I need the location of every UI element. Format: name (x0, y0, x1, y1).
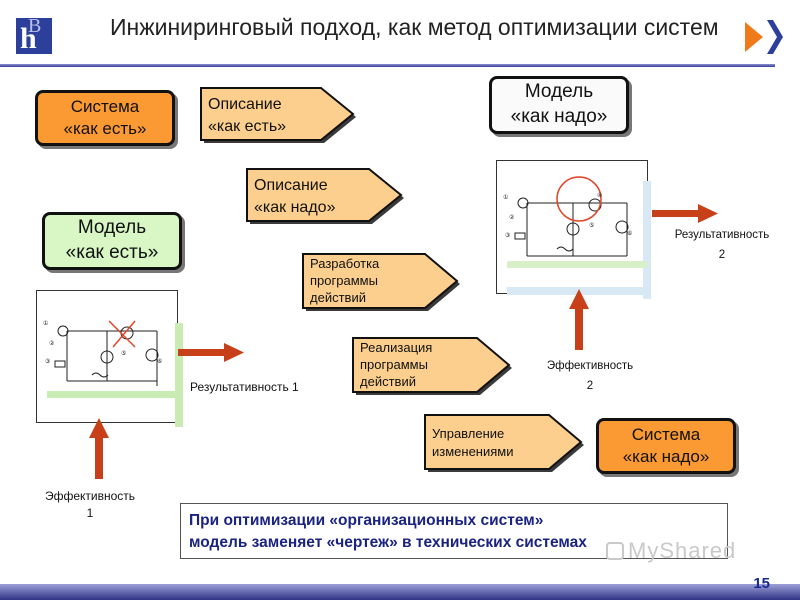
efficiency-2-arrow-head (569, 289, 589, 309)
model-to-be-box: Модель «как надо» (489, 76, 629, 134)
watermark-text: MyShared (628, 538, 737, 563)
step-describe-as-is: Описание «как есть» (200, 87, 360, 145)
circuit-schematic-to-be: ① ② ③ ④ ⑤ ⑥ (496, 160, 651, 299)
efficiency-2-text: Эффективность (546, 360, 634, 372)
box-line: Модель (524, 81, 594, 103)
box-line: «как есть» (65, 242, 159, 263)
header-divider (0, 64, 775, 67)
system-to-be-box: Система «как надо» (596, 418, 736, 474)
circuit-schematic-as-is: ① ② ③ ⑤ ⑥ (36, 290, 183, 427)
footer-bar (0, 584, 800, 600)
efficiency-2-arrow-shaft (575, 306, 583, 350)
step-line: Описание (254, 177, 328, 194)
box-line: Модель (77, 217, 147, 239)
svg-text:⑥: ⑥ (157, 358, 162, 365)
step-line: «как надо» (254, 199, 336, 217)
box-line: Система (631, 424, 701, 444)
result-2-label: Результативность 2 (660, 229, 784, 261)
efficiency-2-label: Эффективность 2 (530, 360, 650, 392)
slide-title: Инжиниринговый подход, как метод оптимиз… (110, 14, 719, 40)
svg-text:⑤: ⑤ (121, 350, 126, 357)
model-as-is-box: Модель «как есть» (42, 212, 182, 270)
result-2-text: Результативность (674, 229, 770, 241)
pentagon-arrow-shape (200, 87, 356, 143)
conclusion-note: При оптимизации «организационных систем»… (180, 503, 728, 559)
svg-text:①: ① (43, 320, 48, 327)
efficiency-1-text: Эффективность (44, 489, 136, 503)
next-slide-icon[interactable] (743, 18, 787, 56)
institution-logo: h B (14, 10, 58, 58)
step-line: Реализация (360, 340, 433, 355)
svg-text:④: ④ (597, 192, 602, 199)
result-1-arrow-shaft (178, 349, 226, 356)
step-line: программы (310, 272, 378, 288)
step-line: изменениями (432, 443, 514, 459)
step-line: Управление (432, 426, 505, 441)
box-line: Система (70, 96, 140, 116)
pentagon-arrow-shape (424, 414, 584, 472)
box-line: «как надо» (622, 447, 710, 466)
step-line: действий (310, 289, 366, 305)
efficiency-1-number: 1 (86, 506, 94, 520)
step-implement-program: Реализация программы действий (352, 337, 514, 397)
efficiency-2-number: 2 (586, 380, 594, 392)
step-line: «как есть» (208, 118, 287, 136)
svg-text:①: ① (503, 194, 508, 201)
svg-text:②: ② (49, 340, 55, 347)
svg-text:②: ② (509, 214, 515, 221)
page-number: 15 (753, 575, 770, 592)
step-line: программы (360, 356, 428, 372)
step-change-management: Управление изменениями (424, 414, 586, 474)
step-line: Описание (208, 96, 282, 113)
watermark: MyShared (606, 538, 736, 564)
pentagon-arrow-shape (246, 168, 404, 224)
box-line: «как надо» (510, 106, 608, 127)
svg-text:B: B (28, 15, 41, 37)
svg-text:⑤: ⑤ (589, 222, 594, 229)
step-develop-program: Разработка программы действий (302, 253, 462, 313)
system-as-is-box: Система «как есть» (35, 90, 175, 146)
svg-text:h: h (20, 22, 37, 55)
result-2-arrow-head (698, 204, 718, 223)
step-line: действий (360, 373, 416, 389)
efficiency-1-arrow-head (89, 418, 109, 438)
result-2-number: 2 (718, 249, 726, 261)
svg-text:③: ③ (45, 358, 50, 365)
svg-text:⑥: ⑥ (627, 230, 632, 237)
box-line: «как есть» (63, 119, 147, 138)
step-describe-to-be: Описание «как надо» (246, 168, 408, 226)
watermark-icon (606, 542, 624, 560)
pentagon-arrow-shape (352, 337, 512, 395)
result-1-label: Результативность 1 (190, 380, 299, 394)
svg-text:③: ③ (505, 232, 510, 239)
pentagon-arrow-shape (302, 253, 460, 311)
result-1-arrow-head (224, 343, 244, 362)
result-2-arrow-shaft (652, 210, 700, 217)
note-line-2: модель заменяет «чертеж» в технических с… (189, 533, 587, 551)
efficiency-1-label: Эффективность 1 (30, 489, 150, 520)
efficiency-1-arrow-shaft (95, 435, 103, 479)
note-line-1: При оптимизации «организационных систем» (189, 512, 544, 529)
step-line: Разработка (310, 256, 380, 271)
